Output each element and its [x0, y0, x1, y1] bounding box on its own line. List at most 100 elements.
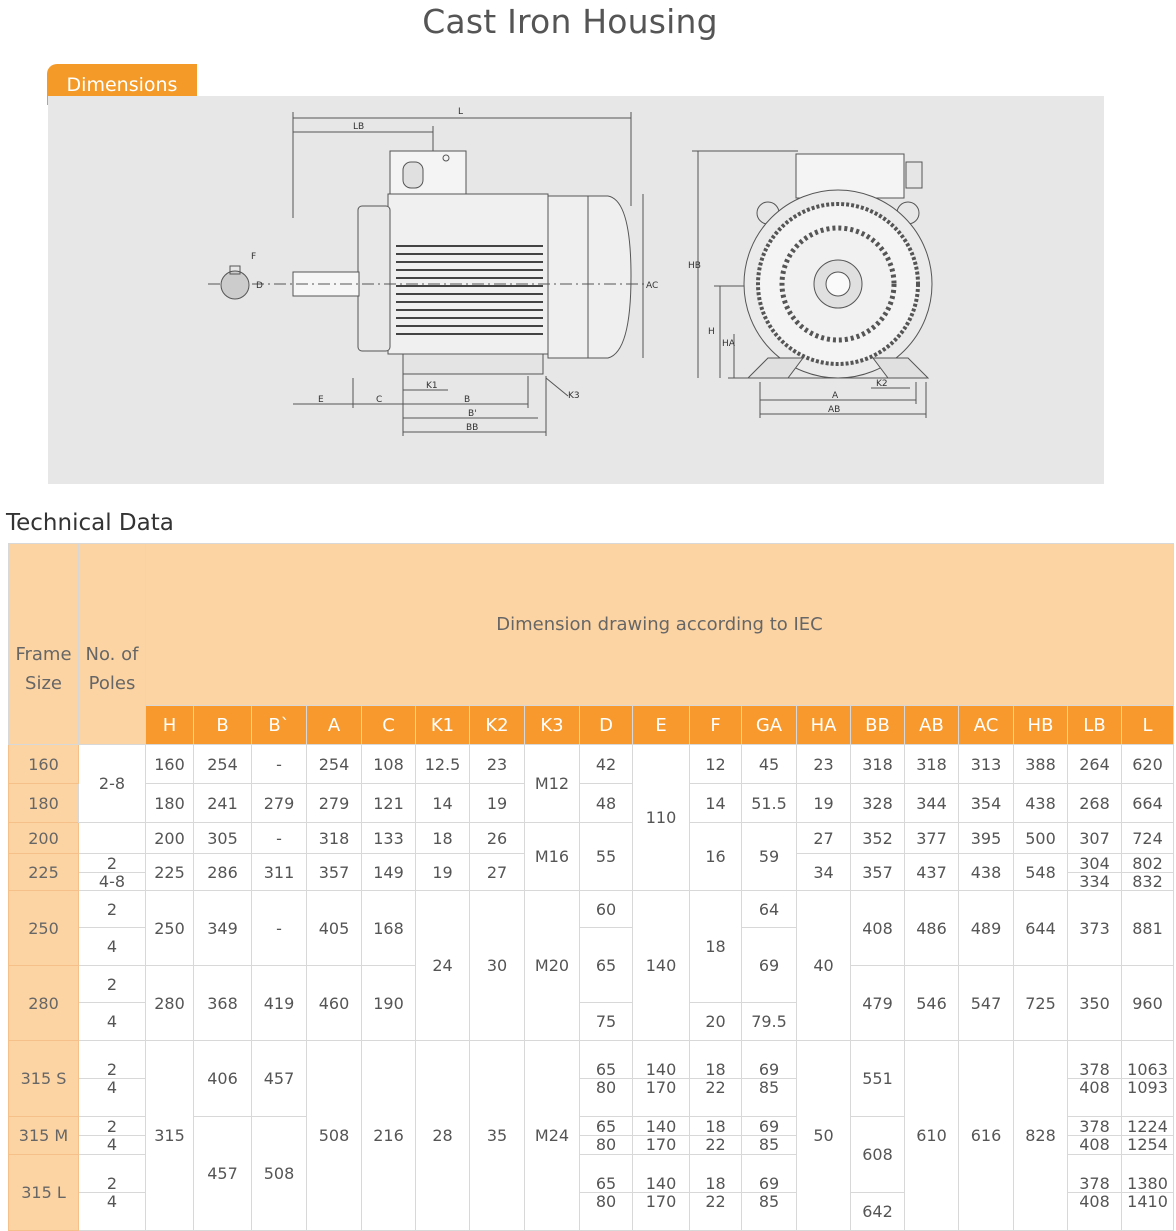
table-cell: 18 [415, 822, 470, 854]
label-f: F [251, 252, 256, 262]
table-cell: 318 [850, 744, 905, 784]
table-cell: 133 [361, 822, 416, 854]
table-cell: - [251, 890, 307, 966]
table-cell: 551 [850, 1040, 905, 1117]
label-k2: K2 [876, 379, 888, 389]
table-cell: 48 [579, 783, 633, 823]
table-cell: 64 [741, 890, 797, 928]
frame-size-cell: 315 L [8, 1154, 79, 1231]
header-dimension-group: Dimension drawing according to IEC [144, 543, 1175, 706]
stacked-value: 4 [79, 1135, 145, 1153]
table-cell: M16 [524, 822, 580, 891]
table-cell: 45 [741, 744, 797, 784]
stacked-value: 18 [705, 1174, 726, 1193]
stacked-value: 4 [79, 1192, 145, 1210]
label-hb: HB [688, 261, 701, 271]
column-header: A [306, 705, 362, 745]
stacked-value: 85 [742, 1192, 796, 1210]
stacked-value: 408 [1068, 1135, 1121, 1153]
table-cell: 881 [1120, 890, 1175, 966]
stacked-value: 1380 [1127, 1174, 1168, 1193]
table-cell: 268 [1067, 783, 1122, 823]
stacked-value: 1410 [1122, 1192, 1174, 1210]
column-header: B [193, 705, 252, 745]
frame-size-cell: 315 S [8, 1040, 79, 1117]
label-ha: HA [722, 339, 736, 349]
table-cell: 69 [741, 927, 797, 1003]
table-cell: 55 [579, 822, 633, 891]
table-cell: 28 [415, 1040, 470, 1231]
table-cell: 352 [850, 822, 905, 854]
table-cell: 180 [145, 783, 194, 823]
stacked-value: 832 [1122, 871, 1174, 890]
table-cell: 26 [469, 822, 525, 854]
column-header: AB [904, 705, 959, 745]
label-k3: K3 [568, 391, 580, 401]
frame-size-cell: 180 [8, 783, 79, 823]
stacked-value: 69 [758, 1060, 780, 1079]
table-cell: 349 [193, 890, 252, 966]
table-cell: 547 [958, 965, 1014, 1041]
table-cell: 160 [145, 744, 194, 784]
column-header: F [689, 705, 742, 745]
table-cell: M20 [524, 890, 580, 1041]
label-e: E [318, 395, 324, 405]
table-cell: M12 [524, 744, 580, 823]
table-cell: 14 [689, 783, 742, 823]
header-frame-size: Frame Size [8, 543, 79, 745]
table-cell: 225 [145, 853, 194, 891]
table-cell: 12 [689, 744, 742, 784]
stacked-value: 140 [645, 1060, 677, 1079]
label-a: A [832, 391, 839, 401]
column-header: K3 [524, 705, 580, 745]
stacked-value: 2 [106, 1060, 118, 1079]
stacked-value: 408 [1068, 1078, 1121, 1096]
stacked-value: 2 [106, 1174, 118, 1193]
table-cell: 644 [1013, 890, 1068, 966]
table-cell: 457 [251, 1040, 307, 1117]
table-cell: 405 [306, 890, 362, 966]
table-cell: 27 [796, 822, 851, 854]
stacked-value: 802 [1132, 853, 1163, 873]
column-header: H [145, 705, 194, 745]
table-cell: 388 [1013, 744, 1068, 784]
stacked-value: 4 [79, 1078, 145, 1096]
table-cell: 65 [579, 927, 633, 1003]
table-cell: 664 [1120, 783, 1175, 823]
column-header: E [632, 705, 690, 745]
table-cell: 35 [469, 1040, 525, 1231]
table-cell: 486 [904, 890, 959, 966]
label-ab: AB [828, 405, 840, 415]
poles-cell: 4 [78, 1002, 146, 1041]
stacked-value: 170 [633, 1135, 689, 1153]
column-header: K2 [469, 705, 525, 745]
table-cell: 51.5 [741, 783, 797, 823]
poles-cell: 2 [78, 890, 146, 928]
label-b: B [464, 395, 470, 405]
stacked-value: 18 [705, 1060, 726, 1079]
table-cell: 828 [1013, 1040, 1068, 1231]
stacked-value: 1254 [1122, 1135, 1174, 1153]
column-header: HA [796, 705, 851, 745]
table-cell: 373 [1067, 890, 1122, 966]
table-cell: 377 [904, 822, 959, 854]
table-cell: 725 [1013, 965, 1068, 1041]
table-cell: 19 [415, 853, 470, 891]
table-cell: 315 [145, 1040, 194, 1231]
table-cell: 500 [1013, 822, 1068, 854]
table-cell: 20 [689, 1002, 742, 1041]
poles-cell: 2 [78, 965, 146, 1003]
stacked-value: 22 [690, 1192, 741, 1210]
stacked-value: 378 [1079, 1060, 1110, 1079]
table-cell: 437 [904, 853, 959, 891]
table-cell: 438 [1013, 783, 1068, 823]
table-cell: 16 [689, 822, 742, 891]
table-cell: 438 [958, 853, 1014, 891]
frame-size-cell: 225 [8, 853, 79, 891]
label-h: H [708, 327, 715, 337]
